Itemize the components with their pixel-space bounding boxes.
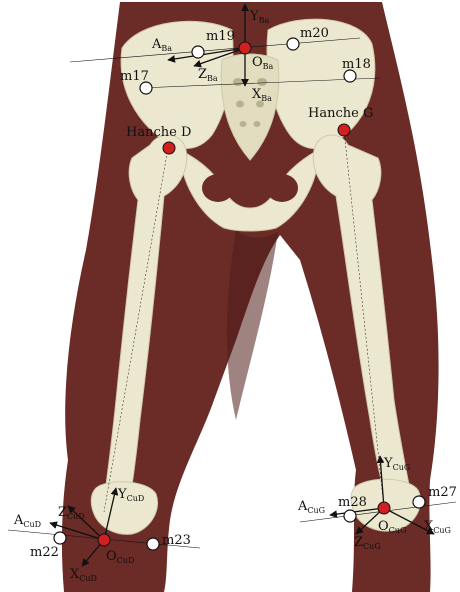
label-m19: m19 [206,29,235,44]
marker-m20 [287,38,299,50]
hip-left-dot [338,124,350,136]
label-m27: m27 [428,485,457,500]
pelvis-origin-dot [239,42,251,54]
label-m23: m23 [162,533,191,548]
marker-m22 [54,532,66,544]
label-m28: m28 [338,495,367,510]
marker-m27 [413,496,425,508]
label-hanche-d: Hanche D [126,125,191,140]
right-knee-origin-dot [98,534,110,546]
right-obturator [202,174,234,202]
left-obturator [266,174,298,202]
marker-m19 [192,46,204,58]
marker-m23 [147,538,159,550]
label-m17: m17 [120,69,149,84]
hip-right-dot [163,142,175,154]
label-m20: m20 [300,26,329,41]
label-m18: m18 [342,57,371,72]
marker-m28 [344,510,356,522]
label-hanche-g: Hanche G [308,106,373,121]
label-m22: m22 [30,545,59,560]
left-knee-origin-dot [378,502,390,514]
